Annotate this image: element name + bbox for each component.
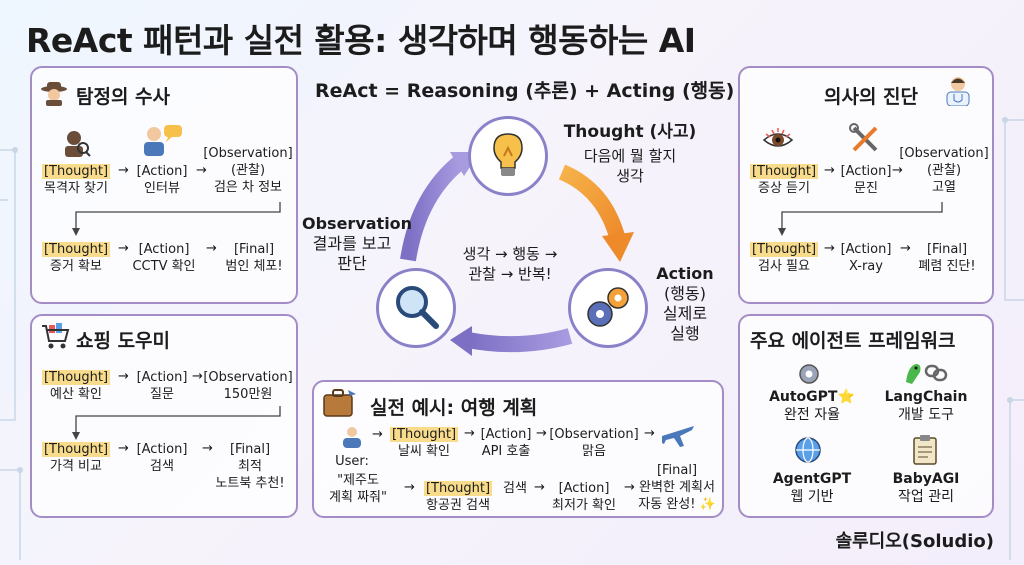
arrow-19: → [624, 480, 635, 495]
arrow-2: → [196, 163, 207, 178]
detective-r1-action: [Action]인터뷰 [136, 164, 188, 196]
travel-r2-action: [Action]최저가 확인 [552, 481, 616, 513]
suitcase-icon [323, 389, 356, 417]
cycle-arrows [400, 152, 634, 356]
connector-line [72, 202, 281, 236]
doctor-r1-action: [Action]문진 [840, 164, 892, 196]
eye-icon [762, 128, 794, 147]
user-icon [343, 427, 361, 448]
shopping-title: 쇼핑 도우미 [76, 330, 171, 352]
framework-autogpt: AutoGPT⭐완전 자율 [769, 389, 855, 423]
detective-r2-final: [Final]범인 체포! [225, 242, 283, 274]
doctor-r2-thought: [Thought]검사 필요 [749, 242, 819, 274]
react-formula: ReAct = Reasoning (추론) + Acting (행동) [315, 80, 735, 102]
gears-icon [587, 287, 629, 327]
arrow-13: → [372, 427, 383, 442]
arrow-18: → [534, 480, 545, 495]
clipboard-icon [913, 435, 937, 465]
parrot-chain-icon [906, 364, 948, 384]
detective-title: 탐정의 수사 [76, 86, 171, 108]
arrow-16: → [644, 426, 655, 441]
interviewer-icon [144, 125, 182, 156]
detective-r2-thought: [Thought]증거 확보 [41, 242, 111, 274]
detective-icon [41, 82, 67, 106]
travel-r2-thought: [Thought]항공권 검색 [423, 481, 493, 513]
arrow-15: → [536, 426, 547, 441]
shopping-r2-thought: [Thought]가격 비교 [41, 442, 111, 474]
globe-icon [795, 437, 821, 463]
tools-icon [849, 123, 878, 152]
connector-line [72, 406, 281, 440]
travel-title: 실전 예시: 여행 계획 [370, 397, 538, 419]
arrow-11: → [824, 241, 835, 256]
arrow-7: → [118, 441, 129, 456]
shopping-r1-action: [Action]질문 [136, 370, 188, 402]
lightbulb-icon [493, 133, 523, 176]
travel-r1-thought: [Thought]날씨 확인 [389, 427, 459, 459]
arrow-17: → [404, 480, 415, 495]
detective-panel [30, 66, 298, 304]
doctor-icon [946, 77, 970, 106]
detective-r1-observation: [Observation](관찰)검은 차 정보 [203, 146, 293, 195]
arrow-4: → [206, 241, 217, 256]
shopping-cart-icon [42, 323, 70, 349]
page-title: ReAct 패턴과 실전 활용: 생각하며 행동하는 AI [26, 21, 696, 60]
arrow-12: → [900, 241, 911, 256]
frameworks-title: 주요 에이전트 프레임워크 [750, 330, 956, 352]
thought-label: Thought (사고) [563, 122, 697, 142]
doctor-r1-thought: [Thought]증상 듣기 [749, 164, 819, 196]
shopping-r1-thought: [Thought]예산 확인 [41, 370, 111, 402]
arrow-14: → [464, 426, 475, 441]
detective-r1-thought: [Thought]목격자 찾기 [41, 164, 111, 196]
frameworks-panel [738, 314, 994, 518]
travel-panel [312, 380, 724, 518]
arrow-10: → [892, 163, 903, 178]
arrow-3: → [118, 241, 129, 256]
arrow-6: → [192, 369, 203, 384]
arrow-8: → [202, 441, 213, 456]
doctor-title: 의사의 진단 [824, 86, 919, 108]
arrow-9: → [824, 163, 835, 178]
travel-r2-search: 검색 [503, 481, 527, 496]
connector-line [778, 202, 943, 236]
magnifier-icon [396, 286, 439, 329]
arrow-1: → [118, 163, 129, 178]
travel-r1-action: [Action]API 호출 [480, 427, 532, 459]
doctor-r1-observation: [Observation](관찰)고열 [899, 146, 989, 195]
gear-icon [799, 364, 819, 384]
doctor-r2-final: [Final]폐렴 진단! [918, 242, 976, 274]
shopping-r1-observation: [Observation]150만원 [203, 370, 293, 402]
travel-user-label: User: [335, 454, 369, 469]
cycle-center-text: 생각 → 행동 →관찰 → 반복! [462, 245, 558, 283]
brand-label: 솔루디오(Soludio) [835, 531, 994, 552]
airplane-icon [662, 426, 694, 447]
travel-r1-observation: [Observation]맑음 [549, 427, 639, 459]
detective-magnifier-icon [65, 131, 91, 157]
arrow-5: → [118, 369, 129, 384]
doctor-r2-action: [Action]X-ray [840, 242, 892, 274]
detective-r2-action: [Action]CCTV 확인 [132, 242, 196, 274]
shopping-r2-action: [Action]검색 [136, 442, 188, 474]
